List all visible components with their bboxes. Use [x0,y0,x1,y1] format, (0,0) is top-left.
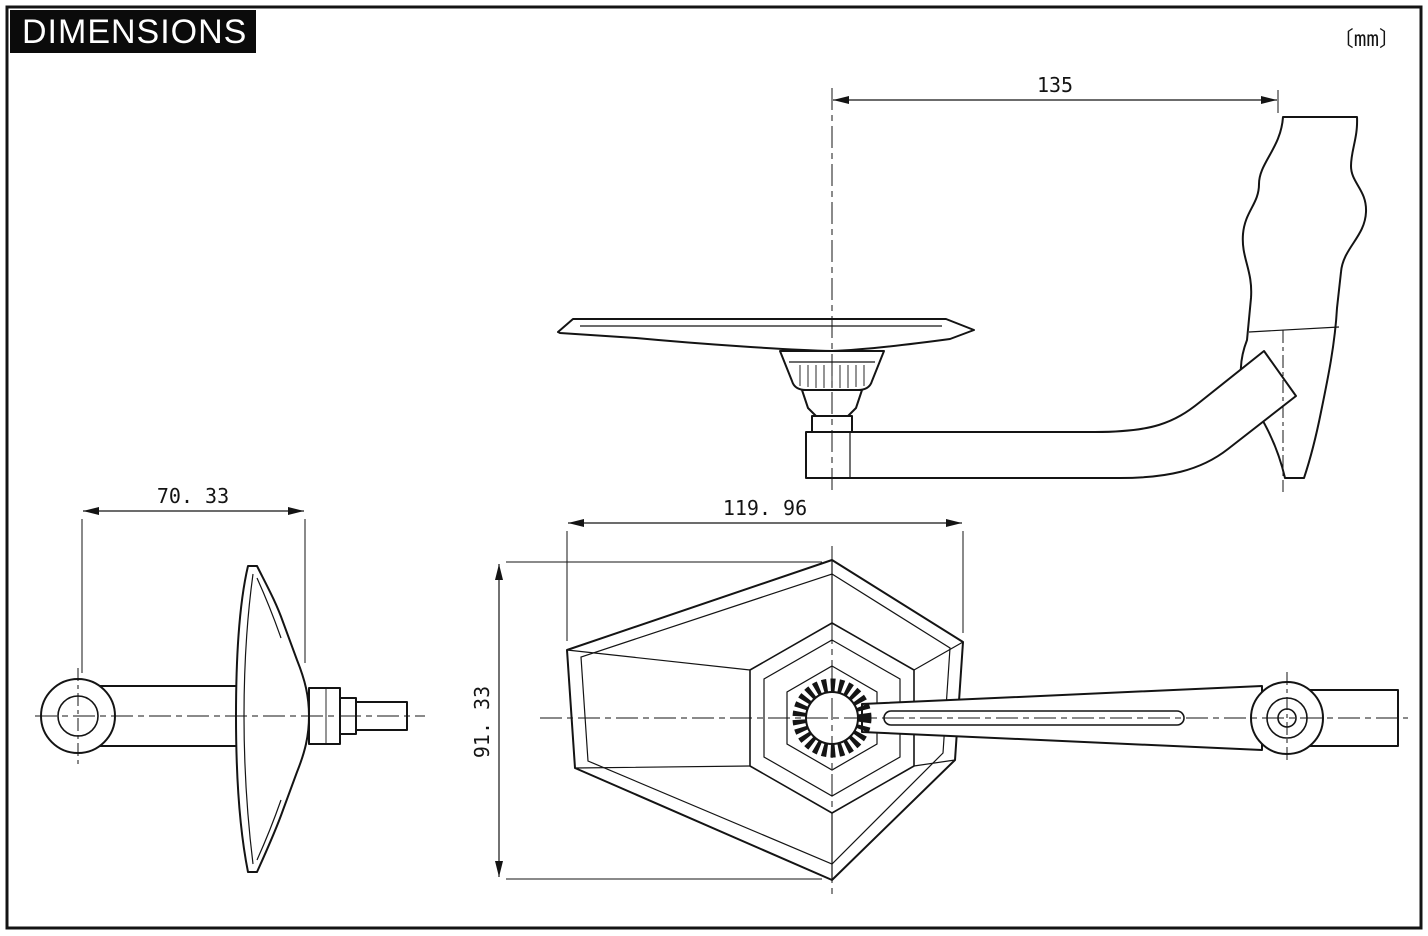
front-cylinder-lines [100,685,242,747]
front-housing-outline [235,565,310,873]
top-hexagon-inner [786,665,878,771]
side-view: 135 [557,73,1368,492]
page-title: DIMENSIONS [22,13,247,51]
side-boss-knurl [799,365,865,388]
dimension-91-33: 91. 33 [470,561,822,880]
front-view: 70. 33 [35,484,425,873]
dimension-70-33: 70. 33 [81,484,306,673]
unit-label: 〔mm〕 [1333,27,1400,51]
top-view: 119. 96 91. 33 [470,496,1408,894]
dimension-135: 135 [833,73,1279,113]
dimension-119-96: 119. 96 [566,496,964,641]
front-housing-inner-right-lines [256,577,282,861]
side-arm-outline [805,350,1297,479]
front-adapter-hex [308,687,341,745]
dimension-91-33-label: 91. 33 [470,686,494,758]
dimension-135-label: 135 [1037,73,1073,97]
dimension-119-96-label: 119. 96 [723,496,807,520]
side-mount-joint-line [1248,326,1340,333]
top-housing-facet-lines [566,560,964,880]
title-background [10,10,256,53]
title-block: DIMENSIONS [10,10,256,53]
dimension-70-33-label: 70. 33 [157,484,229,508]
